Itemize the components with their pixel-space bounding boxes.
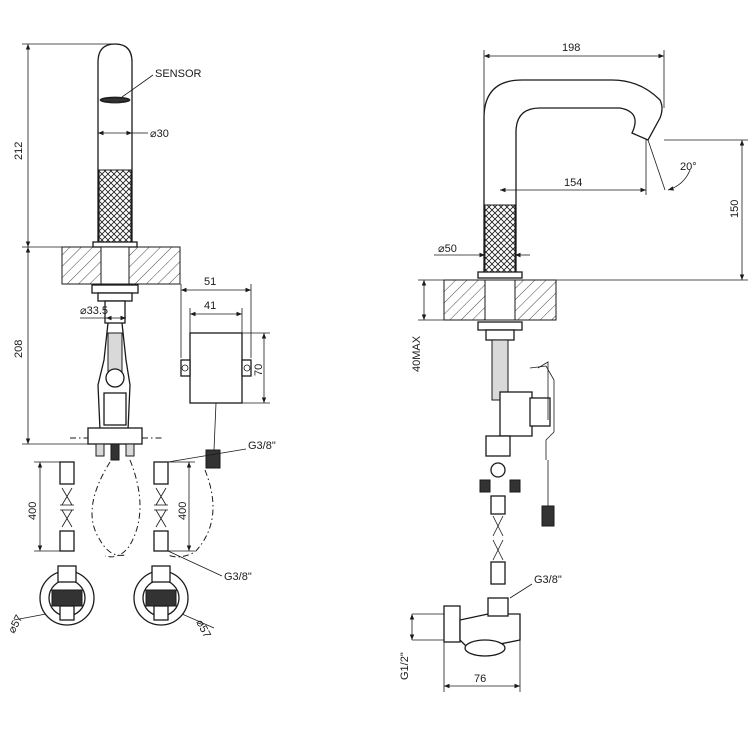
cable-plug [110,443,120,461]
front-dimensions [13,43,270,629]
dim-400-right: 400 [177,502,189,520]
side-base-ring [477,271,523,279]
dim-41: 41 [204,300,216,312]
valve-cap [105,368,125,388]
dim-d30: ⌀30 [150,128,169,140]
flex-hose-right [153,461,169,552]
dim-d50: ⌀50 [438,243,457,255]
sensor-window [99,96,131,104]
dash-hose-cable [167,469,214,558]
fixing-nut [91,284,139,294]
dim-g38-bottom: G3/8" [224,571,252,583]
dim-150: 150 [729,200,741,218]
side-flex-hose [490,495,506,585]
connection-right [125,443,135,457]
side-valve-body [499,391,533,437]
connection-block [87,427,143,445]
sensor-lens [100,97,130,103]
angle-valve-right [133,565,189,626]
dim-d57-left: ⌀57 [6,613,25,635]
dim-198: 198 [562,42,580,54]
dim-g38-top: G3/8" [248,440,276,452]
knurled-grip [98,169,132,243]
side-spout [483,79,663,275]
side-rod [491,339,509,401]
dim-40max: 40MAX [411,335,423,372]
hose-left [97,322,109,431]
side-cable [529,365,555,460]
dash-hose-loop-right [104,459,141,558]
side-solenoid [529,397,551,427]
flex-hose-left [59,461,75,552]
side-filter [485,435,511,457]
connection-left [95,443,105,457]
dim-70: 70 [253,364,265,376]
dim-51: 51 [204,276,216,288]
sensor-label: SENSOR [155,68,202,80]
side-check-valve [490,462,506,478]
filter-block [103,392,127,426]
dim-208: 208 [13,340,25,358]
dash-hose-loop-left [91,461,126,556]
side-shank [484,279,516,321]
angle-valve-left [39,565,95,626]
side-cable-b [537,361,549,420]
mounting-shank [100,246,130,285]
dim-angle-20: 20° [680,161,697,173]
side-view [412,79,663,657]
dim-154: 154 [564,177,582,189]
side-fixing-nut [477,321,523,331]
front-view [39,43,252,626]
side-conn-left [479,479,491,493]
dim-212: 212 [13,142,25,160]
side-angle-valve [412,597,521,657]
side-conn-right [509,479,521,493]
side-knurled-grip [484,204,516,274]
hose-right [121,322,131,431]
side-dimensions [409,50,748,692]
dim-g38-side: G3/8" [534,574,562,586]
dim-g12: G1/2" [399,652,411,680]
dim-400-left: 400 [27,502,39,520]
spout-base-ring [92,241,138,248]
fixing-washer [97,292,133,302]
dim-d33-5: ⌀33.5 [80,305,108,317]
side-cable-plug [541,505,555,527]
dim-76: 76 [474,673,486,685]
control-box [180,332,252,469]
dim-d57-right: ⌀57 [193,618,212,640]
side-washer [485,329,515,341]
